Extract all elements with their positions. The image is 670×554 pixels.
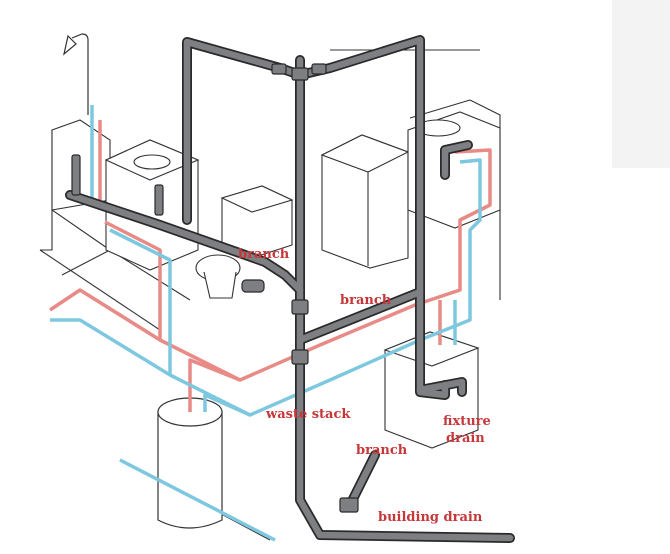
label-building-drain: building drain: [378, 510, 483, 525]
cold-water-supply: [50, 105, 482, 542]
side-panel: [612, 0, 670, 168]
label-branch-kitchen: branch: [340, 293, 392, 308]
toilet: [195, 185, 294, 299]
hot-water-supply: [49, 120, 492, 412]
bathroom-vanity: [104, 139, 200, 271]
kitchen-cabinets: [320, 111, 501, 269]
label-waste-stack: waste stack: [265, 407, 351, 422]
label-branch-lower: branch: [356, 443, 408, 458]
shower-head: [63, 33, 89, 115]
label-fixture-drain-line1: fixture: [443, 414, 491, 429]
drain-pipes: [65, 35, 515, 543]
label-fixture-drain-line2: drain: [446, 431, 485, 446]
label-branch-bath: branch: [238, 247, 290, 262]
